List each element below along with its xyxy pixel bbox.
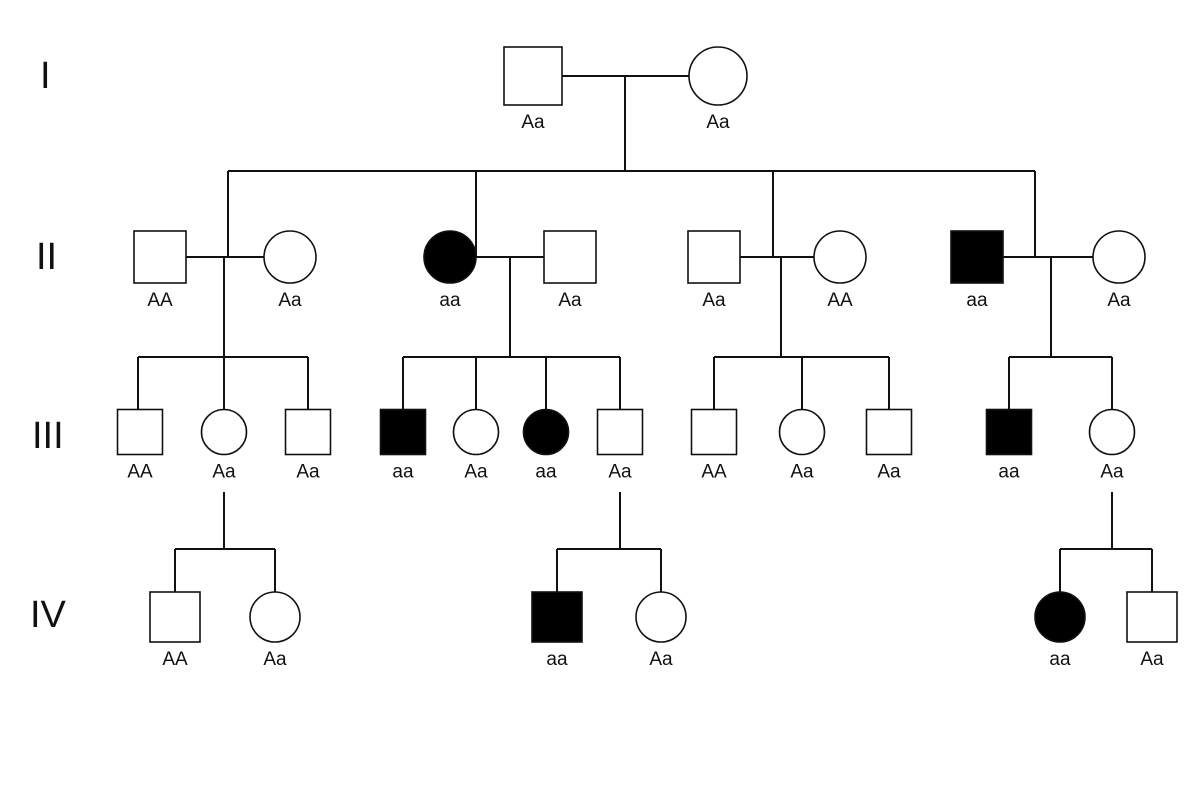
pedigree-lines — [137, 75, 1153, 592]
unaffected-male-square — [596, 408, 644, 456]
unaffected-male-square — [690, 408, 738, 456]
genotype-label: Aa — [263, 649, 287, 670]
genotype-label: AA — [827, 290, 853, 311]
affected-male-square — [531, 591, 583, 643]
unaffected-female-circle — [635, 591, 687, 643]
genotype-label: Aa — [296, 462, 320, 483]
unaffected-female-circle — [249, 591, 301, 643]
genotype-label: Aa — [706, 112, 730, 133]
genotype-label: Aa — [521, 112, 545, 133]
genotype-label: Aa — [608, 462, 632, 483]
unaffected-male-square — [284, 408, 332, 456]
generation-label-II: II — [36, 236, 57, 278]
generation-label-I: I — [40, 55, 51, 97]
genotype-label: AA — [147, 290, 173, 311]
unaffected-male-square — [1126, 591, 1178, 643]
unaffected-female-circle — [813, 230, 867, 284]
unaffected-male-square — [133, 230, 187, 284]
genotype-label: aa — [439, 290, 461, 311]
genotype-label: AA — [162, 649, 188, 670]
genotype-label: Aa — [1140, 649, 1164, 670]
affected-female-circle — [1034, 591, 1086, 643]
unaffected-female-circle — [452, 408, 500, 456]
unaffected-male-square — [149, 591, 201, 643]
genotype-label: Aa — [1100, 462, 1124, 483]
genotype-label: AA — [127, 462, 153, 483]
unaffected-male-square — [687, 230, 741, 284]
unaffected-male-square — [116, 408, 164, 456]
genotype-label: aa — [546, 649, 568, 670]
genotype-label: aa — [966, 290, 988, 311]
unaffected-female-circle — [263, 230, 317, 284]
unaffected-female-circle — [200, 408, 248, 456]
unaffected-female-circle — [778, 408, 826, 456]
genotype-label: Aa — [1107, 290, 1131, 311]
genotype-label: aa — [1049, 649, 1071, 670]
affected-male-square — [950, 230, 1004, 284]
genotype-label: Aa — [649, 649, 673, 670]
genotype-label: Aa — [212, 462, 236, 483]
unaffected-male-square — [865, 408, 913, 456]
genotype-label: Aa — [790, 462, 814, 483]
genotype-label: Aa — [464, 462, 488, 483]
unaffected-male-square — [503, 46, 563, 106]
unaffected-female-circle — [688, 46, 748, 106]
genotype-label: aa — [998, 462, 1020, 483]
genotype-label: Aa — [558, 290, 582, 311]
genotype-label: AA — [701, 462, 727, 483]
unaffected-female-circle — [1092, 230, 1146, 284]
unaffected-male-square — [543, 230, 597, 284]
genotype-label: Aa — [278, 290, 302, 311]
genotype-label: Aa — [877, 462, 901, 483]
affected-male-square — [985, 408, 1033, 456]
generation-label-IV: IV — [30, 594, 67, 636]
genotype-label: aa — [535, 462, 557, 483]
unaffected-female-circle — [1088, 408, 1136, 456]
affected-male-square — [379, 408, 427, 456]
genotype-label: aa — [392, 462, 414, 483]
generation-label-III: III — [32, 415, 64, 457]
genotype-label: Aa — [702, 290, 726, 311]
affected-female-circle — [423, 230, 477, 284]
generation-labels: I II III IV — [30, 55, 67, 636]
affected-female-circle — [522, 408, 570, 456]
